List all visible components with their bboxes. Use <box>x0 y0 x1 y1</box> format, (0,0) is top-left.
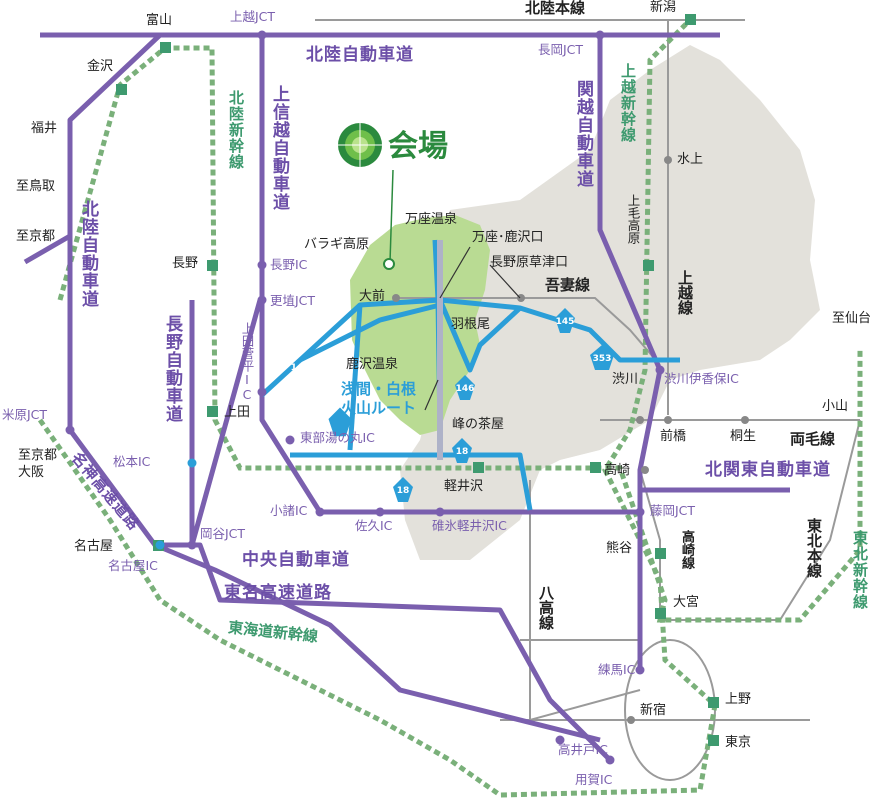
niigata-label: 新潟 <box>650 0 677 15</box>
omiya-label: 大宮 <box>673 595 700 610</box>
route-name-line1: 浅間・白根 <box>341 380 417 398</box>
minenochaya-label: 峰の茶屋 <box>452 417 505 432</box>
komoro-ic-label: 小諸IC <box>270 503 308 518</box>
cabbage-logo-icon <box>338 123 382 167</box>
ueda-label: 上田 <box>224 405 251 420</box>
route-shield-18a <box>452 438 472 463</box>
shinkansen-lines <box>37 18 863 798</box>
omae-label: 大前 <box>359 289 386 304</box>
shield-353-text: 353 <box>593 354 612 364</box>
matsumoto-ic-label: 松本IC <box>113 454 151 469</box>
shield-145-text: 145 <box>556 317 575 327</box>
naganohara-label: 長野原草津口 <box>490 255 569 270</box>
fukui-label: 福井 <box>31 121 58 136</box>
yoga-ic-label: 用賀IC <box>575 772 613 787</box>
nagano-ic-label: 長野IC <box>270 257 308 272</box>
shield-18a-text: 18 <box>456 447 469 457</box>
kitakanto-expressway-label: 北関東自動車道 <box>705 460 831 480</box>
shibukawaikaho-ic-label: 渋川伊香保IC <box>664 371 739 386</box>
joetsu-jct-label: 上越JCT <box>230 9 276 24</box>
oyama-label: 小山 <box>822 399 849 414</box>
shinjuku-label: 新宿 <box>640 703 667 718</box>
shield-146-text: 146 <box>456 384 475 394</box>
tokyo-label: 東京 <box>725 735 752 750</box>
conventional-rail <box>315 19 861 781</box>
shield-18b-text: 18 <box>397 486 410 496</box>
nagano-label: 長野 <box>172 256 199 271</box>
ueno-label: 上野 <box>725 692 752 707</box>
tomei-expressway-label: 東名高速道路 <box>224 583 332 603</box>
shibukawa-label: 渋川 <box>612 372 639 387</box>
to-kyoto-label: 至京都 <box>16 229 56 244</box>
saku-ic-label: 佐久IC <box>355 518 393 533</box>
route-shield-145 <box>555 308 575 333</box>
jomokogen-label: 上毛高原 <box>625 194 641 244</box>
kanazawa-label: 金沢 <box>87 59 114 74</box>
route-shield-146 <box>455 375 475 400</box>
to-kyoto-osaka-label: 至京都 大阪 <box>18 448 58 480</box>
route-name-line2: 火山ルート <box>341 399 417 417</box>
venue-area <box>350 215 490 435</box>
nagoya-label: 名古屋 <box>74 539 114 554</box>
minakami-label: 水上 <box>677 152 704 167</box>
kazawa-label: 鹿沢温泉 <box>346 357 399 372</box>
toyama-label: 富山 <box>146 13 173 28</box>
nagano-expressway-label: 長野自動車道 <box>162 315 182 423</box>
maebashi-label: 前橋 <box>660 429 687 444</box>
manza-label: 万座温泉 <box>405 212 458 227</box>
shield-144-text: 144 <box>291 363 310 373</box>
karuizawa-label: 軽井沢 <box>444 479 484 494</box>
tohoku-shinkansen-label: 東北新幹線 <box>851 530 869 610</box>
kiryu-label: 桐生 <box>730 429 757 444</box>
joetsu-line-label: 上越線 <box>676 270 694 315</box>
chuo-expressway-label: 中央自動車道 <box>242 550 350 570</box>
rail-station-dots <box>392 156 749 724</box>
hokuriku-shinkansen-label: 北陸新幹線 <box>227 90 245 170</box>
ic-markers <box>65 30 665 765</box>
agatsuma-line-label: 吾妻線 <box>545 276 591 294</box>
usuikaruizawa-ic-label: 碓氷軽井沢IC <box>432 518 507 533</box>
tobuyunomaru-ic-label: 東部湯の丸IC <box>300 430 375 445</box>
takasaki-line-label: 高崎線 <box>679 530 694 569</box>
joetsu-shinkansen-label: 上越新幹線 <box>619 63 637 143</box>
baragi-label: バラギ高原 <box>304 237 370 252</box>
nagoya-ic-label: 名古屋IC <box>108 558 158 573</box>
joshinetsu-expressway-label: 上信越自動車道 <box>269 85 289 211</box>
fujioka-jct-label: 藤岡JCT <box>650 503 696 518</box>
uedasugadaira-ic-label: 上田菅平IC <box>239 322 255 402</box>
kanetsu-expressway-label: 関越自動車道 <box>573 80 593 188</box>
hokuriku-main-line-label: 北陸本線 <box>525 0 586 17</box>
hachiko-line-label: 八高線 <box>537 585 555 630</box>
route-shield-144 <box>328 407 352 437</box>
region-backdrop <box>400 45 820 560</box>
nerima-ic-label: 練馬IC <box>598 662 636 677</box>
tohoku-main-line-label: 東北本線 <box>805 518 823 578</box>
to-sendai-label: 至仙台 <box>832 311 872 326</box>
manza-kazawaguchi-label: 万座･鹿沢口 <box>472 230 544 245</box>
okaya-jct-label: 岡谷JCT <box>200 526 246 541</box>
kumagaya-label: 熊谷 <box>606 541 633 556</box>
takasaki-label: 高崎 <box>604 463 631 478</box>
takaido-ic-label: 高井戸IC <box>558 742 608 757</box>
hanedao-label: 羽根尾 <box>451 317 491 332</box>
nagaoka-jct-label: 長岡JCT <box>538 42 584 57</box>
route-shield-353 <box>590 345 614 370</box>
koshoku-jct-label: 更埴JCT <box>270 293 316 308</box>
route-shield-18b <box>393 477 413 502</box>
venue-label: 会場 <box>388 129 448 164</box>
hokuriku-expressway-label: 北陸自動車道 <box>306 45 414 65</box>
hokuriku-expressway-west-label: 北陸自動車道 <box>78 200 98 308</box>
maibara-jct-label: 米原JCT <box>2 407 48 422</box>
to-tottori-label: 至鳥取 <box>16 179 56 194</box>
ryomo-line-label: 両毛線 <box>790 430 836 448</box>
